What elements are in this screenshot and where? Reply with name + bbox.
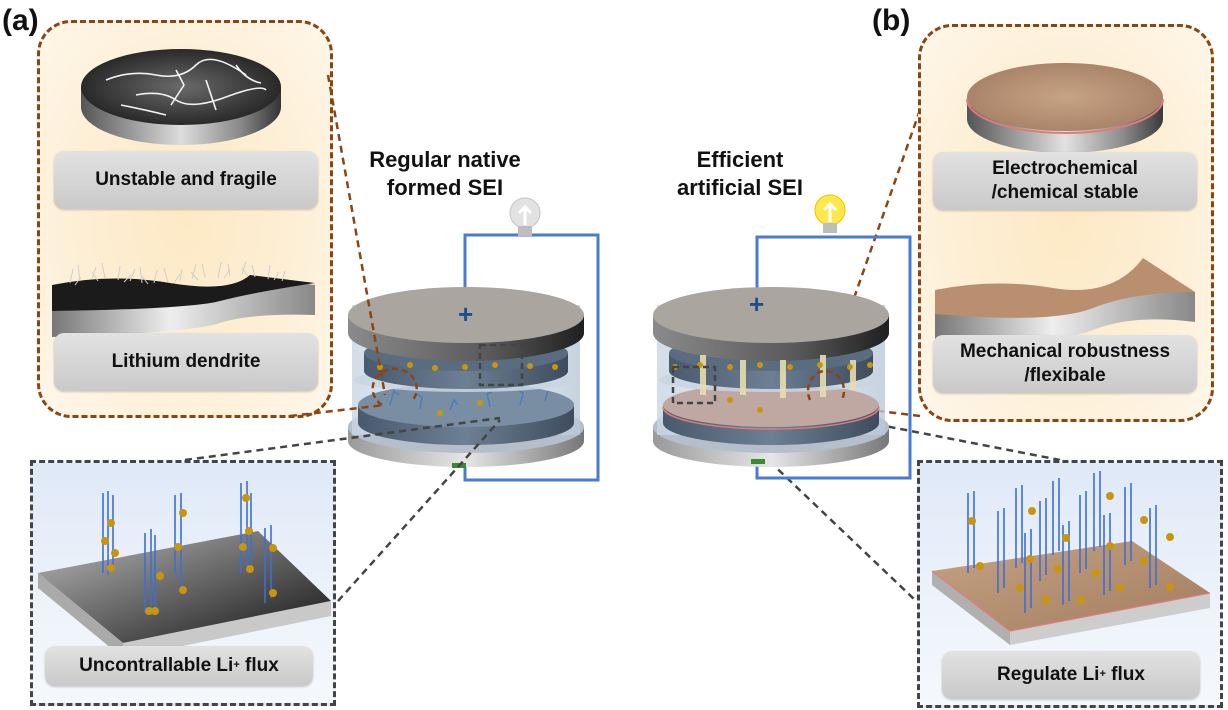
flux-label-regulate: Regulate Li+ flux xyxy=(942,651,1200,699)
positive-terminal-icon: + xyxy=(458,299,473,329)
flux-arrows-b xyxy=(967,471,1157,613)
panel-a-title-line2: formed SEI xyxy=(386,174,504,200)
feature-label-stable-line2: /chemical stable xyxy=(991,182,1139,203)
panel-b-title-line2: artificial SEI xyxy=(677,174,803,200)
flux-label-a-suffix: flux xyxy=(239,655,279,677)
feature-label-stable: Electrochemical /chemical stable xyxy=(933,152,1197,210)
li-ions-flux-b xyxy=(968,492,1174,604)
battery-cell-a: + xyxy=(348,233,600,482)
light-bulb-on-icon xyxy=(814,194,846,233)
flux-label-b-suffix: flux xyxy=(1105,664,1145,686)
callout-circle-a xyxy=(371,367,418,407)
panel-b-label: (b) xyxy=(872,4,911,37)
uncontrolled-flux-illustration xyxy=(38,481,331,658)
flux-label-b-text: Regulate Li xyxy=(997,664,1100,686)
callout-square-b xyxy=(671,365,717,405)
li-ions-b xyxy=(672,362,873,413)
panel-b-flux-box: Regulate Li+ flux xyxy=(917,460,1223,708)
li-ions-flux-a xyxy=(101,494,277,615)
light-bulb-off-icon xyxy=(509,197,541,236)
crack-lines xyxy=(105,58,267,116)
feature-label-stable-line1: Electrochemical xyxy=(992,158,1138,180)
feature-label-robust-line2: /flexibale xyxy=(1024,365,1106,386)
callout-square-a xyxy=(478,343,524,387)
battery-cell-b: + xyxy=(653,235,912,480)
feature-label-unstable: Unstable and fragile xyxy=(54,151,318,209)
callout-circle-b xyxy=(806,369,846,401)
panel-a-title-line1: Regular native xyxy=(369,147,521,172)
li-ions-a xyxy=(377,362,558,416)
dendrite-growth xyxy=(389,389,549,411)
coated-slab-illustration xyxy=(935,258,1195,342)
feature-label-robust-line1: Mechanical robustness xyxy=(959,341,1171,363)
circuit-wire-b xyxy=(755,235,912,480)
coated-disc-illustration xyxy=(966,63,1164,153)
panel-b-feature-box: Electrochemical /chemical stable Mechani… xyxy=(918,24,1214,422)
circuit-wire-a xyxy=(463,233,600,482)
dendrite-slab-illustration xyxy=(52,260,315,337)
feature-label-dendrite: Lithium dendrite xyxy=(54,333,318,391)
regulated-flux-illustration xyxy=(931,471,1211,645)
panel-a-label: (a) xyxy=(2,4,39,37)
panel-a-flux-box: Uncontrallable Li+ flux xyxy=(30,460,336,706)
panel-b-title-line1: Efficient xyxy=(696,147,784,172)
flux-label-a-sup: + xyxy=(233,659,240,672)
negative-terminal-icon xyxy=(751,459,765,464)
flux-label-b-sup: + xyxy=(1099,668,1106,681)
panel-a-feature-box: Unstable and fragile Lithium dendrite xyxy=(37,20,333,418)
ion-flow-arrows-b xyxy=(700,355,856,398)
flux-label-a-text: Uncontrallable Li xyxy=(79,655,234,677)
cracked-disc-illustration xyxy=(81,49,281,145)
panel-a-title: Regular native formed SEI xyxy=(345,146,545,201)
panel-b-title: Efficient artificial SEI xyxy=(650,146,830,201)
flux-label-uncontrollable: Uncontrallable Li+ flux xyxy=(45,646,313,686)
dendrites xyxy=(69,260,286,286)
feature-label-robust: Mechanical robustness /flexibale xyxy=(933,335,1197,393)
positive-terminal-icon: + xyxy=(749,289,764,319)
